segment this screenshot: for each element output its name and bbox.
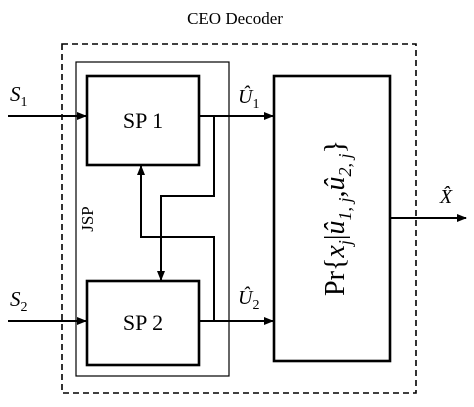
sp2-label: SP 2 xyxy=(123,310,163,335)
diagram-title: CEO Decoder xyxy=(187,9,283,28)
input-s1-label: S1 xyxy=(10,82,28,110)
sp1-block xyxy=(85,74,201,167)
jsp-label: JSP xyxy=(78,206,97,232)
decoder-boundary xyxy=(61,43,417,394)
sp2-to-sp1-link xyxy=(137,165,215,321)
sp1-label: SP 1 xyxy=(123,108,163,133)
output-label: X̂ xyxy=(439,185,453,208)
probability-expression: Pr{xj|û1, j,û2, j} xyxy=(320,140,355,296)
u2-label: Û2 xyxy=(238,285,259,313)
probability-block xyxy=(272,74,392,363)
jsp-boundary xyxy=(75,61,230,377)
sp2-block xyxy=(85,279,201,367)
u1-label: Û1 xyxy=(238,84,259,112)
input-s2-label: S2 xyxy=(10,287,28,315)
